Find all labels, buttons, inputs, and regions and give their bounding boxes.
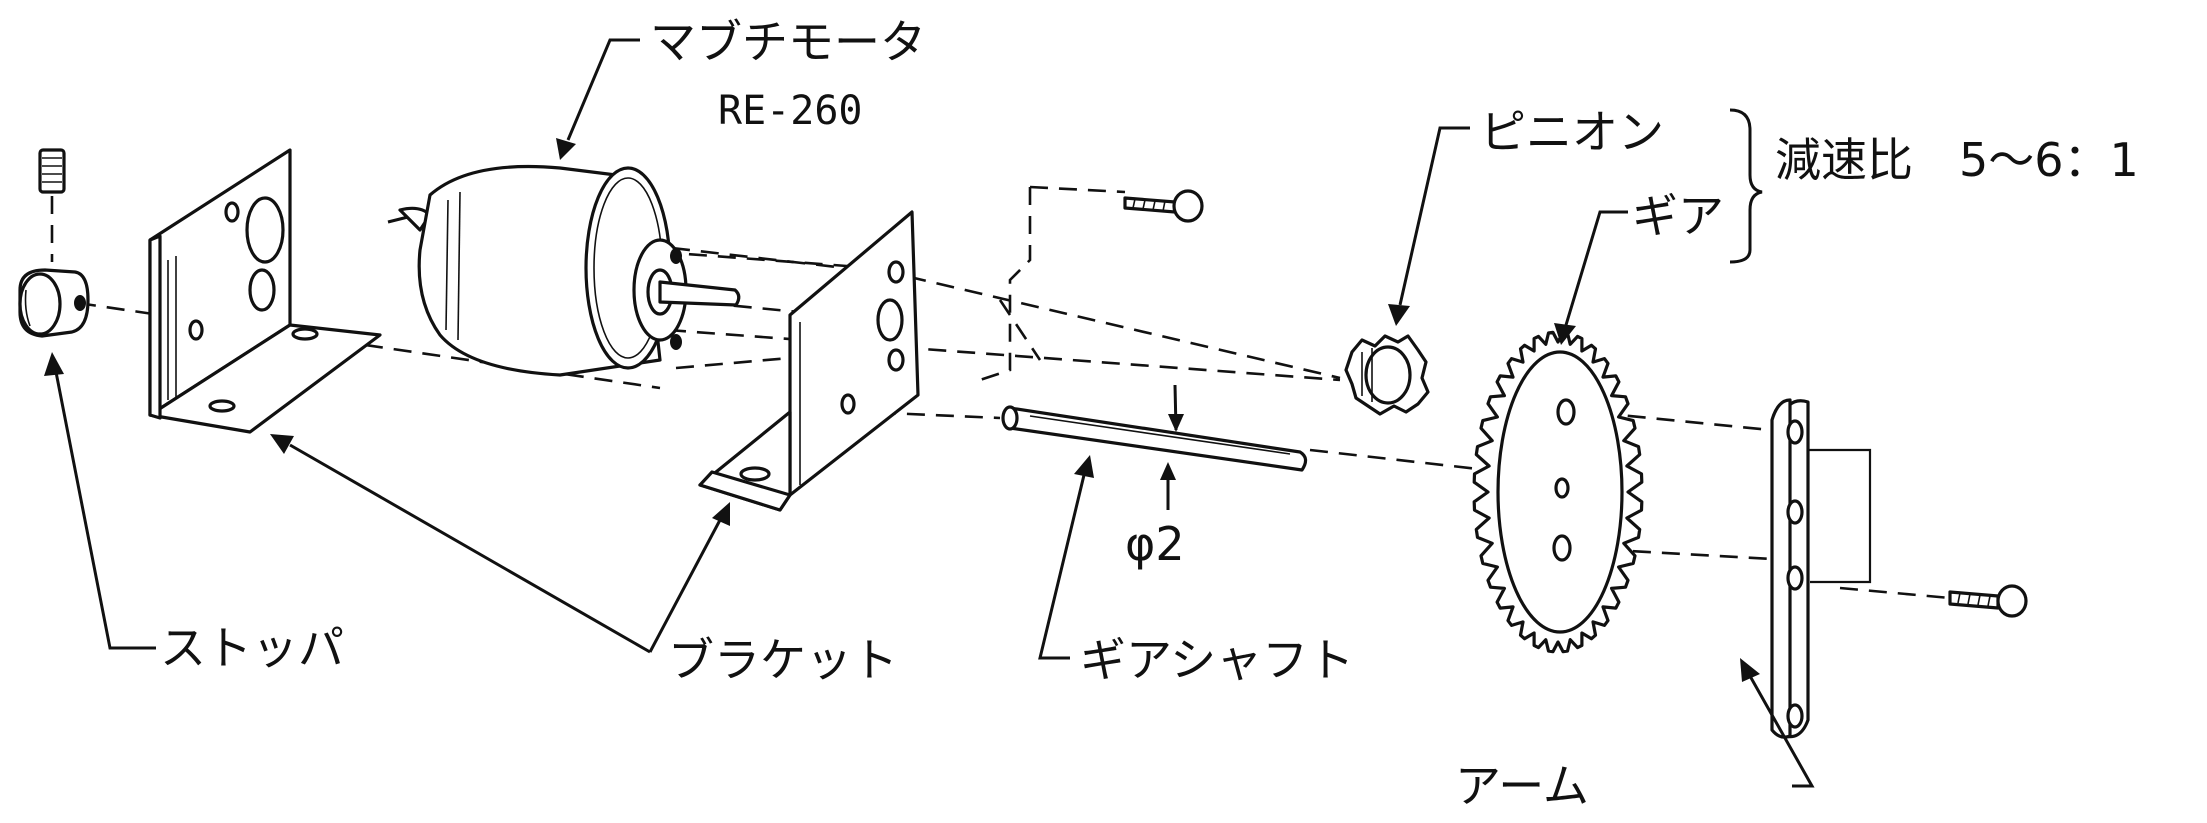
arm-screw-part — [1948, 584, 2028, 618]
reduction-ratio-label: 減速比 5〜6：1 — [1775, 133, 2139, 187]
arm-part — [1770, 398, 1810, 739]
gear-shaft-label: ギアシャフト — [1080, 633, 1354, 687]
stopper-label: ストッパ — [160, 621, 344, 675]
right-bracket-part — [698, 210, 920, 512]
assembly-guide-lines — [77, 185, 1951, 600]
gear-shaft-part — [1001, 405, 1308, 472]
mabuchi-motor-part — [387, 164, 741, 377]
stopper-part — [18, 268, 90, 338]
motor-name-label: マブチモータ — [650, 15, 926, 69]
set-screw-part — [38, 148, 66, 262]
leader-lines — [44, 38, 1815, 788]
bracket-label: ブラケット — [668, 633, 898, 687]
labels: マブチモータ RE-260 ピニオン ギア 減速比 5〜6：1 φ2 ストッパ … — [160, 15, 2139, 813]
left-bracket-part — [148, 148, 382, 434]
shaft-diameter-label: φ2 — [1125, 517, 1185, 571]
motor-model-label: RE-260 — [718, 88, 863, 134]
pinion-label: ピニオン — [1480, 105, 1664, 159]
motor-screw-part — [1123, 189, 1204, 223]
arm-label: アーム — [1455, 759, 1589, 813]
gear-label: ギア — [1632, 189, 1724, 243]
pinion-gear-part — [1344, 334, 1430, 416]
spur-gear-part — [1472, 330, 1644, 654]
